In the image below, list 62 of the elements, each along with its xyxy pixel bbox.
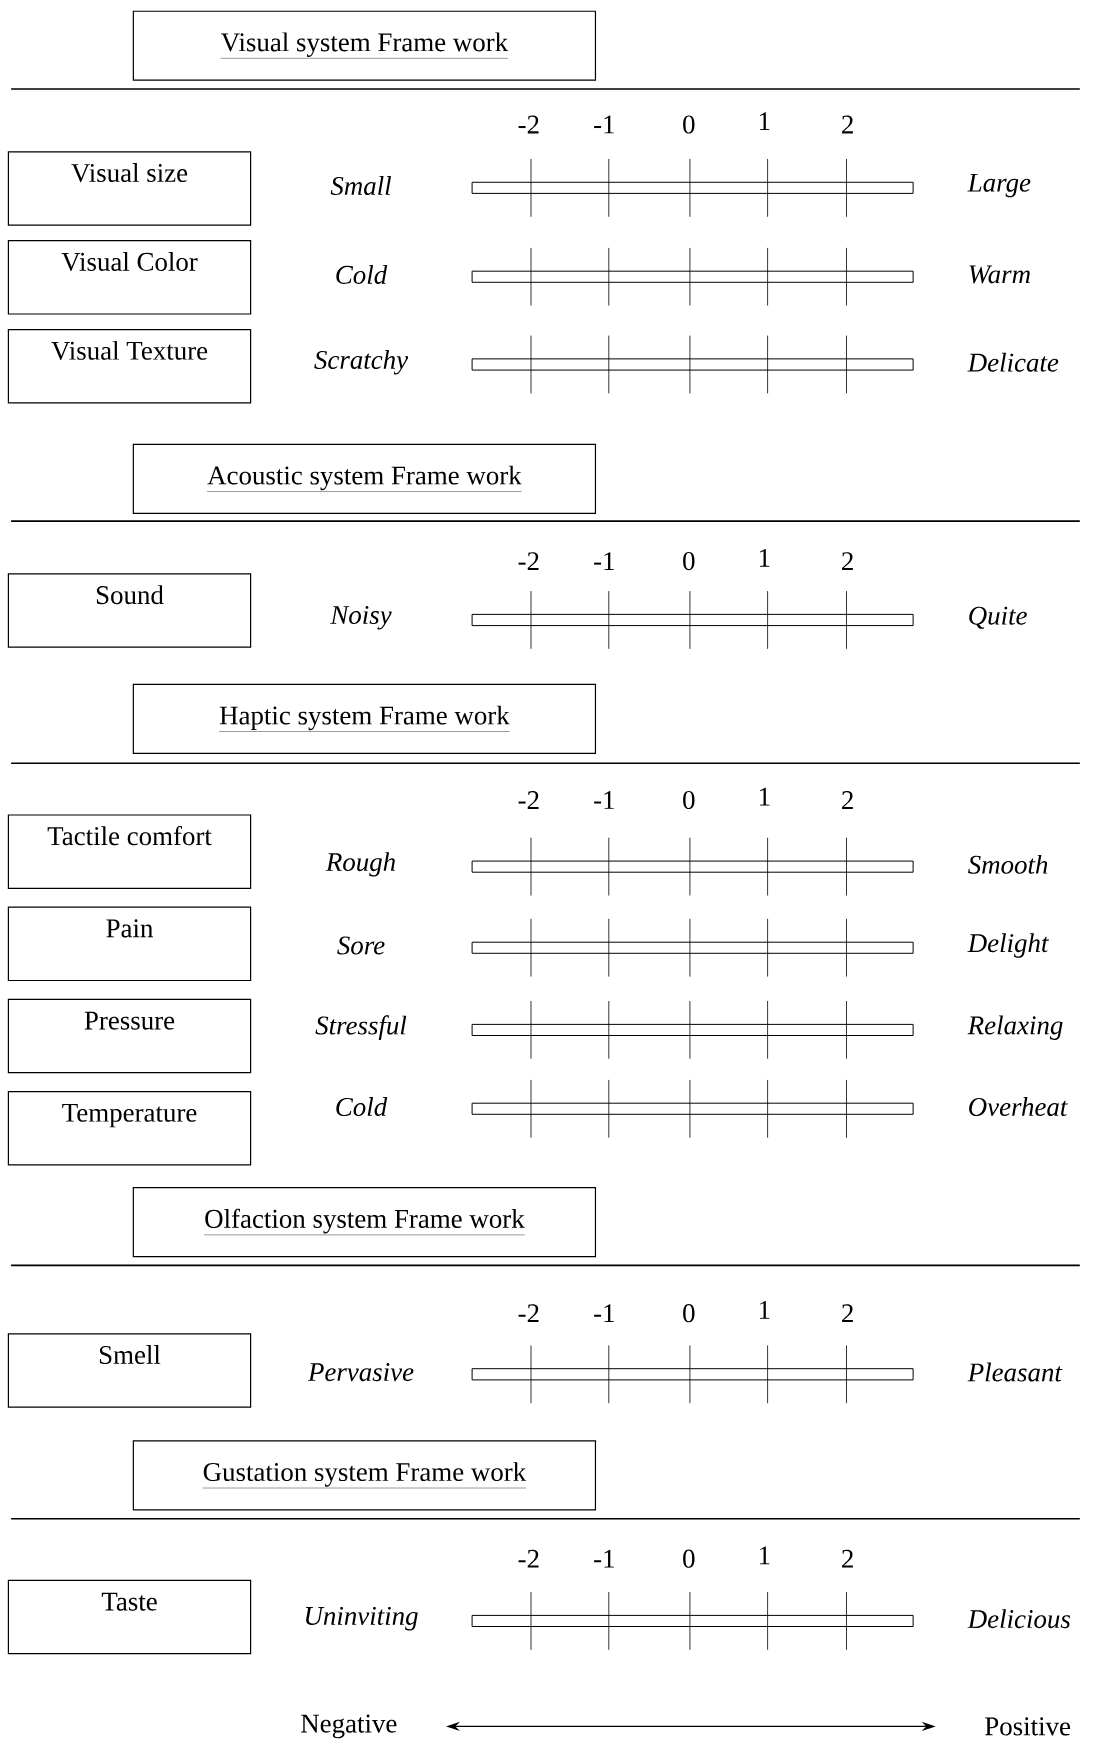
scale-number: -1 xyxy=(594,552,614,570)
pole-word: Uninviting xyxy=(305,1606,418,1631)
scale-number: 0 xyxy=(683,790,695,810)
scale-number: -2 xyxy=(518,115,539,134)
pole-word: Large xyxy=(967,173,1031,198)
scale-number: 1 xyxy=(759,787,770,806)
pole-word: Scratchy xyxy=(314,350,409,375)
scale-number: 0 xyxy=(683,1549,695,1568)
pole-word: Stressful xyxy=(315,1015,407,1041)
section-header-box: Visual system Frame work xyxy=(132,10,597,81)
pole-word: Relaxing xyxy=(967,1015,1063,1040)
scale-number: -2 xyxy=(518,552,539,570)
pole-word: Cold xyxy=(336,1097,388,1117)
attribute-box: Taste xyxy=(7,1579,252,1655)
scale-number: -1 xyxy=(594,791,614,809)
scale-number: 2 xyxy=(842,115,853,134)
scale-number: 0 xyxy=(683,115,695,134)
attribute-box: Visual Color xyxy=(7,240,252,315)
pole-word: Cold xyxy=(336,265,388,284)
pole-word: Delight xyxy=(967,933,1049,958)
axis-end-label: Negative xyxy=(301,1714,397,1739)
scale-number: 2 xyxy=(842,791,853,809)
attribute-box: Visual size xyxy=(7,151,252,226)
scale-number: 1 xyxy=(759,1546,770,1565)
attribute-box: Tactile comfort xyxy=(7,814,252,889)
scale-number: 0 xyxy=(683,552,695,571)
section-header-box: Olfaction system Frame work xyxy=(132,1187,597,1258)
pole-word: Smooth xyxy=(968,854,1048,874)
section-header-box: Haptic system Frame work xyxy=(132,683,597,754)
scale-number: 0 xyxy=(683,1304,695,1323)
pole-word: Quite xyxy=(969,606,1027,629)
attribute-box: Visual Texture xyxy=(7,328,252,404)
attribute-box: Temperature xyxy=(7,1091,252,1166)
scale-number: 1 xyxy=(759,112,770,131)
scale-number: 2 xyxy=(842,552,853,570)
pole-word: Noisy xyxy=(330,606,392,630)
pole-word: Pervasive xyxy=(307,1363,414,1382)
attribute-box: Sound xyxy=(7,573,252,648)
section-header-box: Gustation system Frame work xyxy=(132,1440,597,1511)
scale-number: -1 xyxy=(594,1549,614,1568)
section-header-box: Acoustic system Frame work xyxy=(132,443,597,514)
scale-number: 2 xyxy=(842,1549,853,1568)
pole-word: Delicate xyxy=(967,352,1059,372)
scale-number: 1 xyxy=(759,548,770,567)
pole-word: Overheat xyxy=(969,1097,1068,1117)
pole-word: Delicious xyxy=(967,1609,1071,1629)
attribute-box: Pain xyxy=(7,906,252,982)
scale-number: -1 xyxy=(594,115,614,134)
scale-number: -1 xyxy=(594,1304,614,1323)
axis-end-label: Positive xyxy=(985,1717,1071,1736)
scale-number: -2 xyxy=(518,791,539,809)
scale-number: 2 xyxy=(842,1304,853,1323)
pole-word: Warm xyxy=(969,265,1030,284)
attribute-box: Smell xyxy=(7,1333,252,1408)
scale-number: 1 xyxy=(759,1301,770,1319)
scale-number: -2 xyxy=(518,1304,539,1323)
pole-word: Pleasant xyxy=(967,1362,1063,1382)
pole-word: Small xyxy=(330,176,392,196)
scale-number: -2 xyxy=(518,1549,539,1568)
pole-word: Sore xyxy=(337,936,385,955)
attribute-box: Pressure xyxy=(7,998,252,1074)
pole-word: Rough xyxy=(325,852,395,877)
